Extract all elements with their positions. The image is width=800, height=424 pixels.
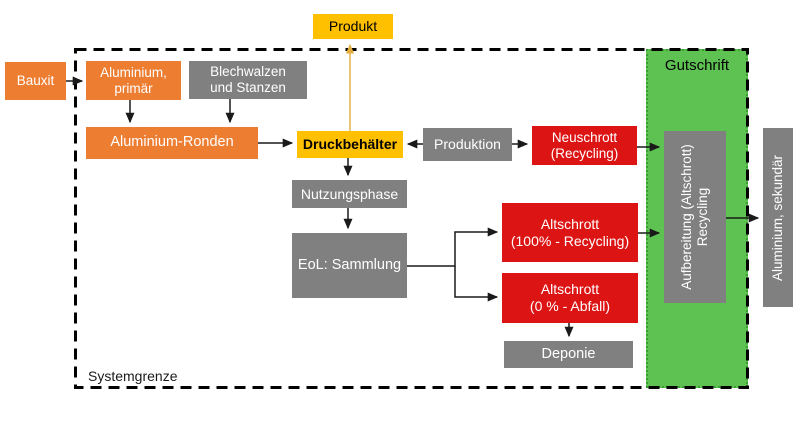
node-deponie: Deponie	[504, 341, 633, 368]
node-druckbehaelter: Druckbehälter	[297, 131, 403, 158]
node-aufbereitung-label: Aufbereitung (Altschrott) Recycling	[678, 144, 710, 290]
node-aluminium-sekundaer: Aluminium, sekundär	[763, 128, 793, 307]
arrow-eol-to-altschrott-abfall	[454, 266, 499, 302]
gutschrift-label: Gutschrift	[664, 57, 730, 74]
node-blechwalzen-und-stanzen: Blechwalzen und Stanzen	[189, 61, 307, 99]
arrow-eol-to-altschrott-recycling	[407, 227, 499, 267]
node-produktion: Produktion	[423, 128, 512, 161]
node-nutzungsphase: Nutzungsphase	[292, 180, 407, 208]
node-altschrott-recycling: Altschrott (100% - Recycling)	[502, 203, 638, 262]
node-aluminium-primaer: Aluminium, primär	[86, 61, 181, 100]
node-neuschrott-recycling: Neuschrott (Recycling)	[532, 126, 637, 165]
node-aluminium-sekundaer-label: Aluminium, sekundär	[769, 154, 785, 281]
node-altschrott-abfall: Altschrott (0 % - Abfall)	[502, 273, 638, 323]
node-eol-sammlung: EoL: Sammlung	[292, 233, 407, 298]
node-aufbereitung-altschrott-recycling: Aufbereitung (Altschrott) Recycling	[664, 131, 726, 303]
systemgrenze-label: Systemgrenze	[88, 368, 178, 384]
node-aluminium-ronden: Aluminium-Ronden	[86, 127, 258, 159]
node-produkt: Produkt	[313, 14, 393, 39]
node-bauxit: Bauxit	[5, 62, 66, 100]
